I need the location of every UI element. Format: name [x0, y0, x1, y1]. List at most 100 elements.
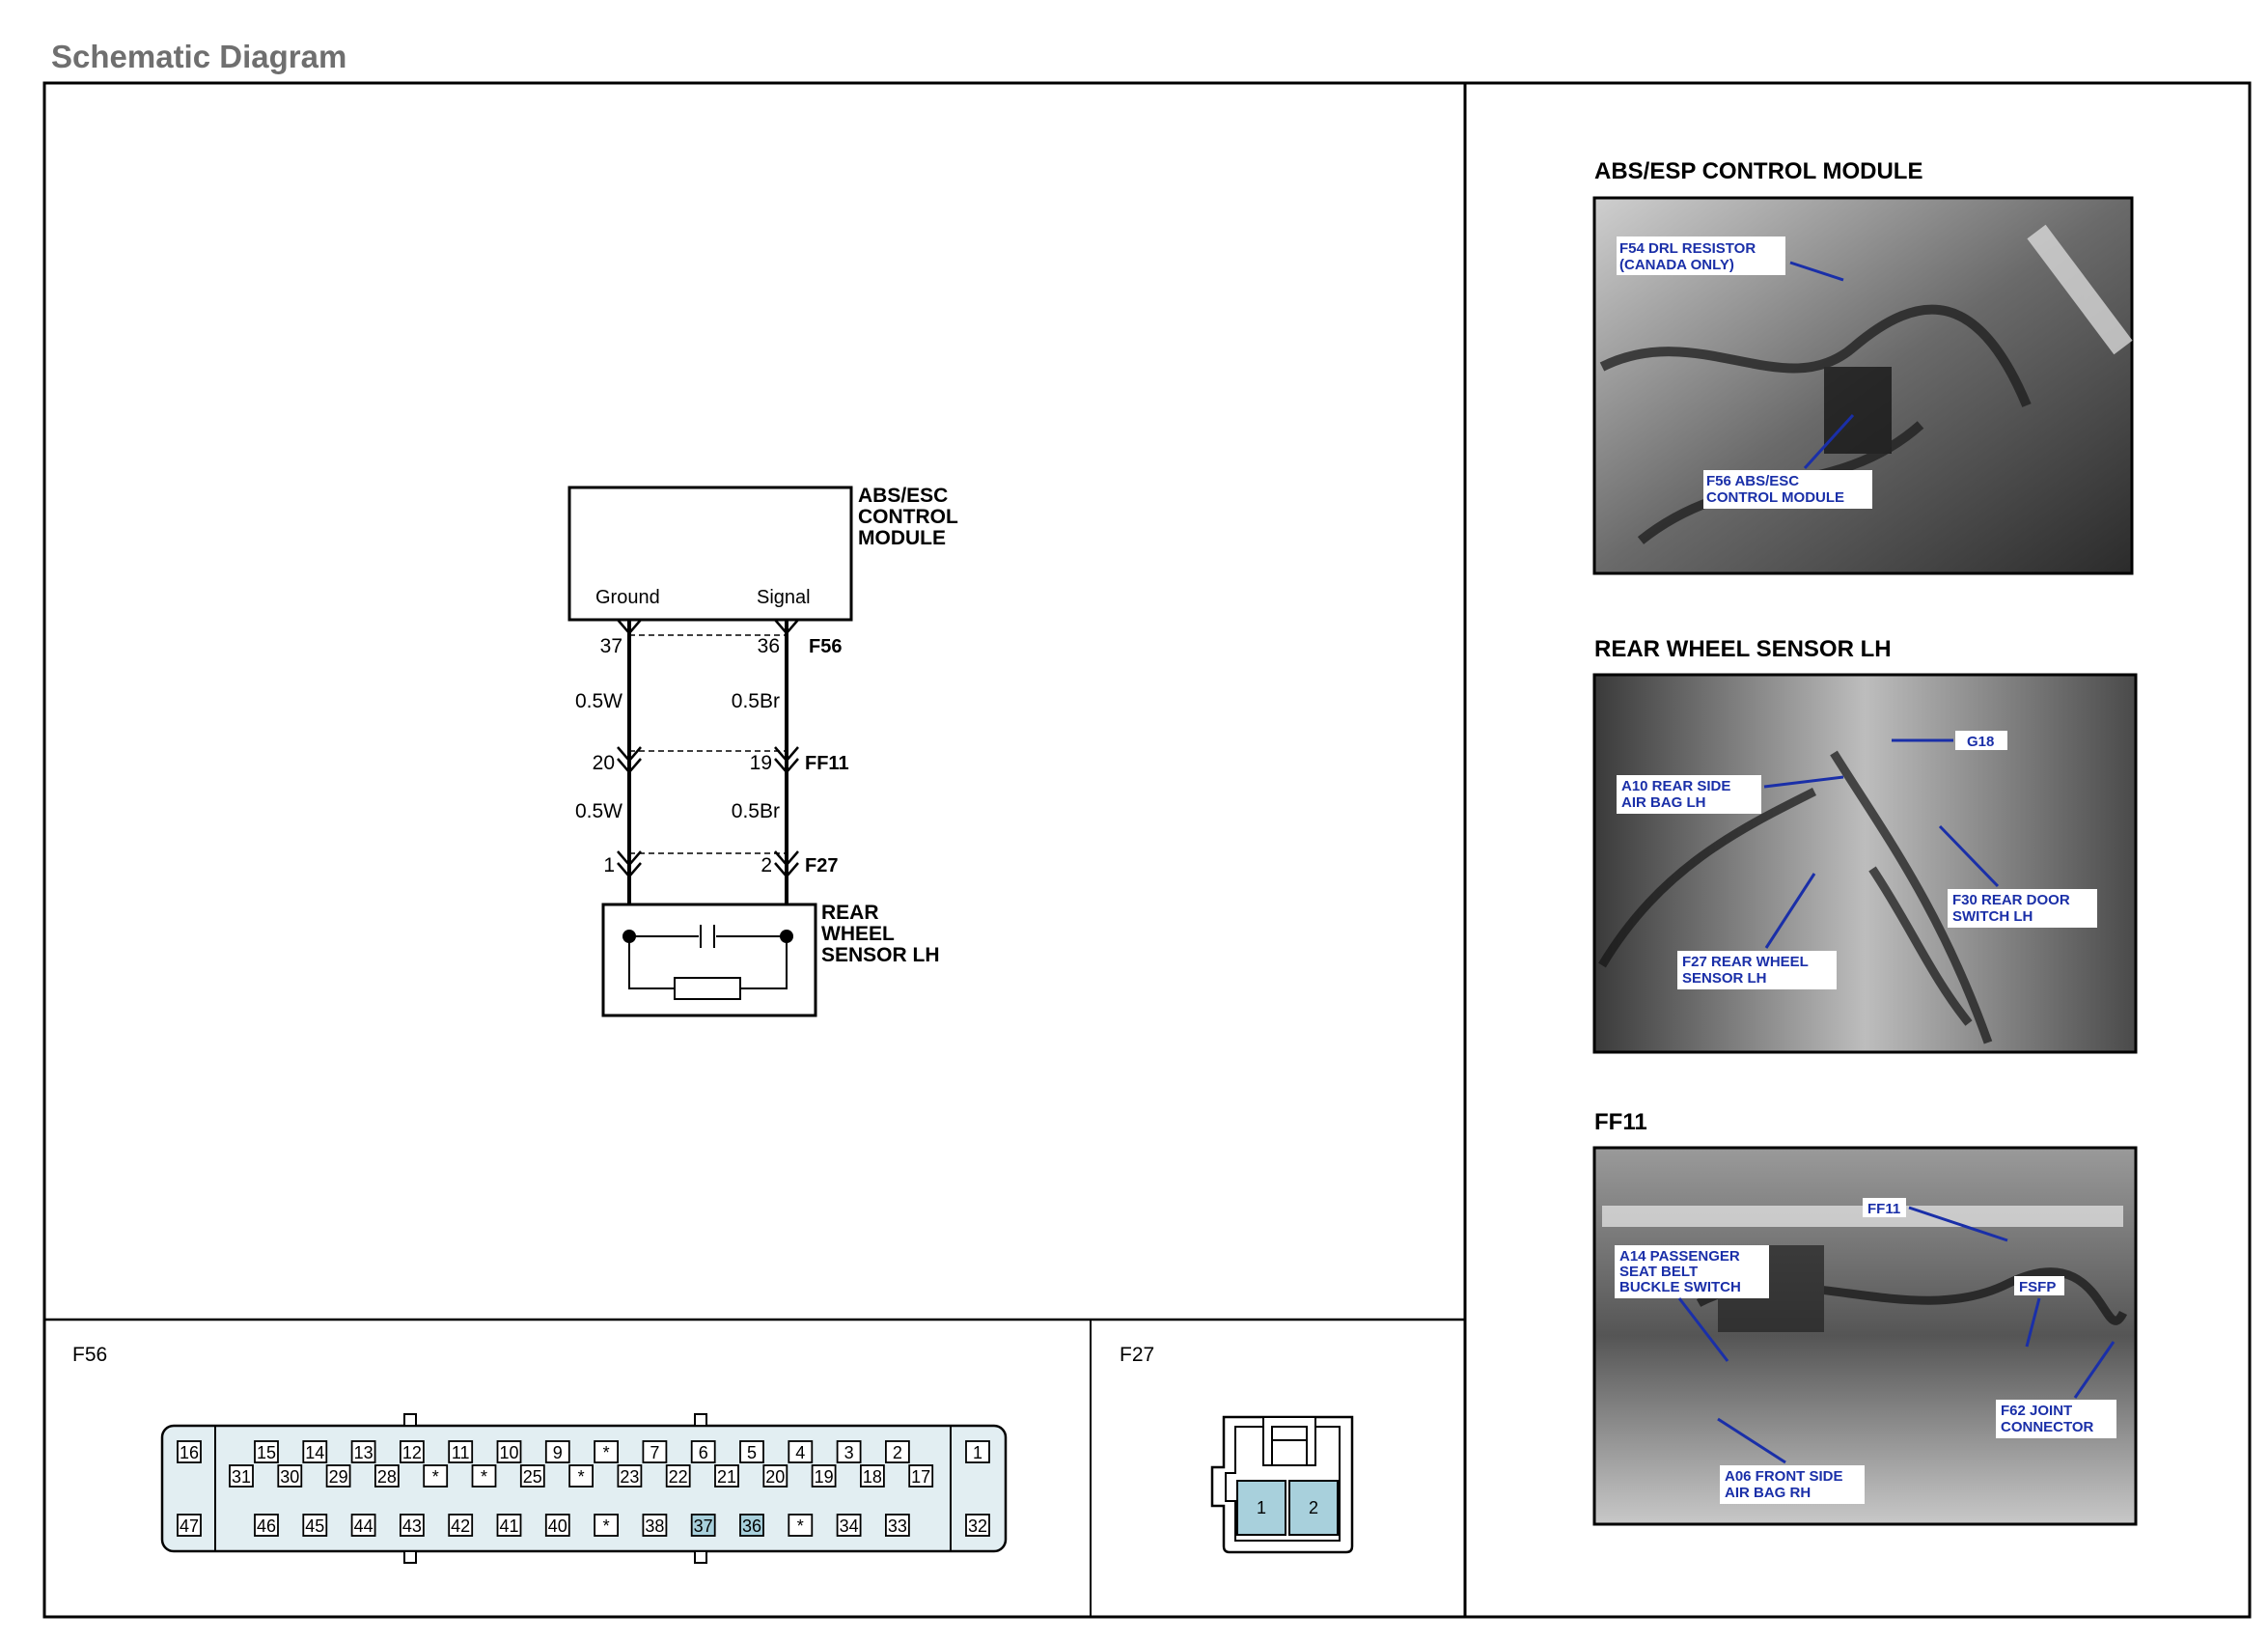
f56-pin-label-top-8: *	[603, 1443, 610, 1462]
f56-pin-bot-8[interactable]	[594, 1514, 619, 1537]
pin-36-label: 36	[758, 635, 780, 657]
rear-callout-g18: G18	[1967, 734, 1994, 750]
photo-panel-rear-wheel: REAR WHEEL SENSOR LH G18 A10 REAR SIDE A…	[1592, 636, 2138, 1054]
f56-pin-mid-0[interactable]	[229, 1464, 254, 1488]
f56-pin-bot-11[interactable]	[739, 1514, 764, 1537]
f56-pin-top-5[interactable]	[448, 1440, 474, 1463]
rear-wheel-photo[interactable]	[1592, 673, 2138, 1054]
f56-pin-top-6[interactable]	[496, 1440, 522, 1463]
f56-pin-top-8[interactable]	[594, 1440, 619, 1463]
f56-pin-top-12[interactable]	[788, 1440, 814, 1463]
f56-pin-top-3[interactable]	[350, 1440, 376, 1463]
f56-pin-top-10[interactable]	[690, 1440, 716, 1463]
f56-pin-top-1[interactable]	[254, 1440, 279, 1463]
f56-pin-top-4[interactable]	[399, 1440, 425, 1463]
f56-pin-label-top-4: 12	[402, 1443, 422, 1462]
f56-pin-top-14[interactable]	[885, 1440, 910, 1463]
f56-pin-top-7[interactable]	[544, 1440, 570, 1463]
f56-pin-label-mid-10: 21	[717, 1467, 736, 1487]
f27-face-label: F27	[1120, 1344, 1154, 1366]
wires	[627, 620, 788, 920]
f27-pin-1[interactable]	[1236, 1480, 1286, 1536]
f56-pin-bot-14[interactable]	[885, 1514, 910, 1537]
f56-pin-mid-13[interactable]	[860, 1464, 885, 1488]
f56-pin-bot-5[interactable]	[448, 1514, 474, 1537]
f56-pin-label-top-15: 1	[973, 1443, 982, 1462]
f56-pin-bot-3[interactable]	[350, 1514, 376, 1537]
f56-pin-bot-0[interactable]	[177, 1514, 202, 1537]
f56-pin-bot-2[interactable]	[302, 1514, 328, 1537]
f56-pin-mid-12[interactable]	[811, 1464, 837, 1488]
f56-pin-label-mid-3: 28	[377, 1467, 397, 1487]
f56-pin-top-13[interactable]	[836, 1440, 862, 1463]
f56-pin-top-15[interactable]	[965, 1440, 990, 1463]
f27-connector-label: F27	[805, 855, 838, 876]
f56-pin-bot-12[interactable]	[788, 1514, 814, 1537]
f56-pin-top-2[interactable]	[302, 1440, 328, 1463]
f56-pin-label-mid-6: 25	[523, 1467, 542, 1487]
abs-photo-title: ABS/ESP CONTROL MODULE	[1594, 158, 1922, 184]
ff11-callout-a14-line3: BUCKLE SWITCH	[1619, 1279, 1741, 1295]
f56-pin-mid-1[interactable]	[277, 1464, 303, 1488]
f56-pin-top-9[interactable]	[642, 1440, 668, 1463]
f56-pin-mid-10[interactable]	[714, 1464, 739, 1488]
f56-pin-bot-7[interactable]	[544, 1514, 570, 1537]
f27-pin-2[interactable]	[1288, 1480, 1339, 1536]
f27-pin-2-label: 2	[1309, 1498, 1318, 1517]
sensor-label-line3: SENSOR LH	[821, 944, 940, 966]
f56-pin-mid-11[interactable]	[762, 1464, 788, 1488]
f56-pin-mid-7[interactable]	[568, 1464, 594, 1488]
f56-pin-bot-4[interactable]	[399, 1514, 425, 1537]
abs-callout-f56-line2: CONTROL MODULE	[1706, 489, 1844, 506]
ff11-photo-title: FF11	[1594, 1109, 1647, 1135]
f56-pin-label-mid-1: 30	[280, 1467, 299, 1487]
f56-pin-label-top-7: 9	[553, 1443, 563, 1462]
rear-callout-f30-line2: SWITCH LH	[1952, 908, 2033, 925]
f56-pin-mid-5[interactable]	[471, 1464, 497, 1488]
sensor-label-line1: REAR	[821, 902, 879, 924]
photo-panel-ff11: FF11 FF11 A14 PASSENGER SEAT BELT BUCKLE…	[1592, 1109, 2138, 1526]
rear-photo-title: REAR WHEEL SENSOR LH	[1594, 636, 1892, 662]
f56-pin-bot-10[interactable]	[690, 1514, 716, 1537]
f56-pin-label-bot-15: 32	[968, 1516, 987, 1536]
f56-pin-top-11[interactable]	[739, 1440, 764, 1463]
f56-pin-mid-4[interactable]	[423, 1464, 449, 1488]
f56-pin-label-top-13: 3	[844, 1443, 854, 1462]
f56-pin-mid-9[interactable]	[665, 1464, 691, 1488]
f56-pin-mid-2[interactable]	[325, 1464, 351, 1488]
f56-connector-label: F56	[809, 636, 842, 657]
ground-terminal-label: Ground	[595, 587, 660, 608]
rear-callout-f30-line1: F30 REAR DOOR	[1952, 892, 2070, 908]
abs-callout-f54-line2: (CANADA ONLY)	[1619, 257, 1734, 273]
abs-module-box[interactable]	[567, 486, 853, 622]
f56-pin-label-mid-0: 31	[232, 1467, 251, 1487]
wire-color-left-1: 0.5W	[575, 690, 622, 712]
wire-color-left-2: 0.5W	[575, 800, 622, 822]
f56-pin-label-bot-7: 40	[548, 1516, 567, 1536]
f56-pin-top-0[interactable]	[177, 1440, 202, 1463]
f56-pin-mid-8[interactable]	[617, 1464, 643, 1488]
f56-pin-mid-3[interactable]	[373, 1464, 400, 1488]
f56-pin-label-mid-4: *	[432, 1467, 439, 1487]
sensor-label-line2: WHEEL	[821, 923, 895, 945]
f56-pin-bot-6[interactable]	[496, 1514, 522, 1537]
f56-pin-mid-6[interactable]	[519, 1464, 545, 1488]
f56-pin-label-top-6: 10	[499, 1443, 518, 1462]
connector-chevrons	[617, 619, 799, 878]
f56-pin-bot-13[interactable]	[836, 1514, 862, 1537]
f56-pin-bot-15[interactable]	[965, 1514, 990, 1537]
ff11-callout-a14-line1: A14 PASSENGER	[1619, 1248, 1740, 1265]
f56-pin-label-mid-2: 29	[329, 1467, 348, 1487]
f56-pin-bot-1[interactable]	[254, 1514, 279, 1537]
f56-pin-label-mid-9: 22	[669, 1467, 688, 1487]
f56-pin-bot-9[interactable]	[642, 1514, 668, 1537]
pin-37-label: 37	[600, 635, 622, 657]
f56-pin-mid-14[interactable]	[908, 1464, 934, 1488]
rear-callout-f27-line1: F27 REAR WHEEL	[1682, 954, 1809, 970]
pin-2-label: 2	[761, 854, 772, 876]
f56-pin-label-top-0: 16	[180, 1443, 199, 1462]
ff11-callout-a06-line1: A06 FRONT SIDE	[1725, 1468, 1843, 1485]
f27-connector-face[interactable]: 1 2	[1210, 1415, 1354, 1554]
